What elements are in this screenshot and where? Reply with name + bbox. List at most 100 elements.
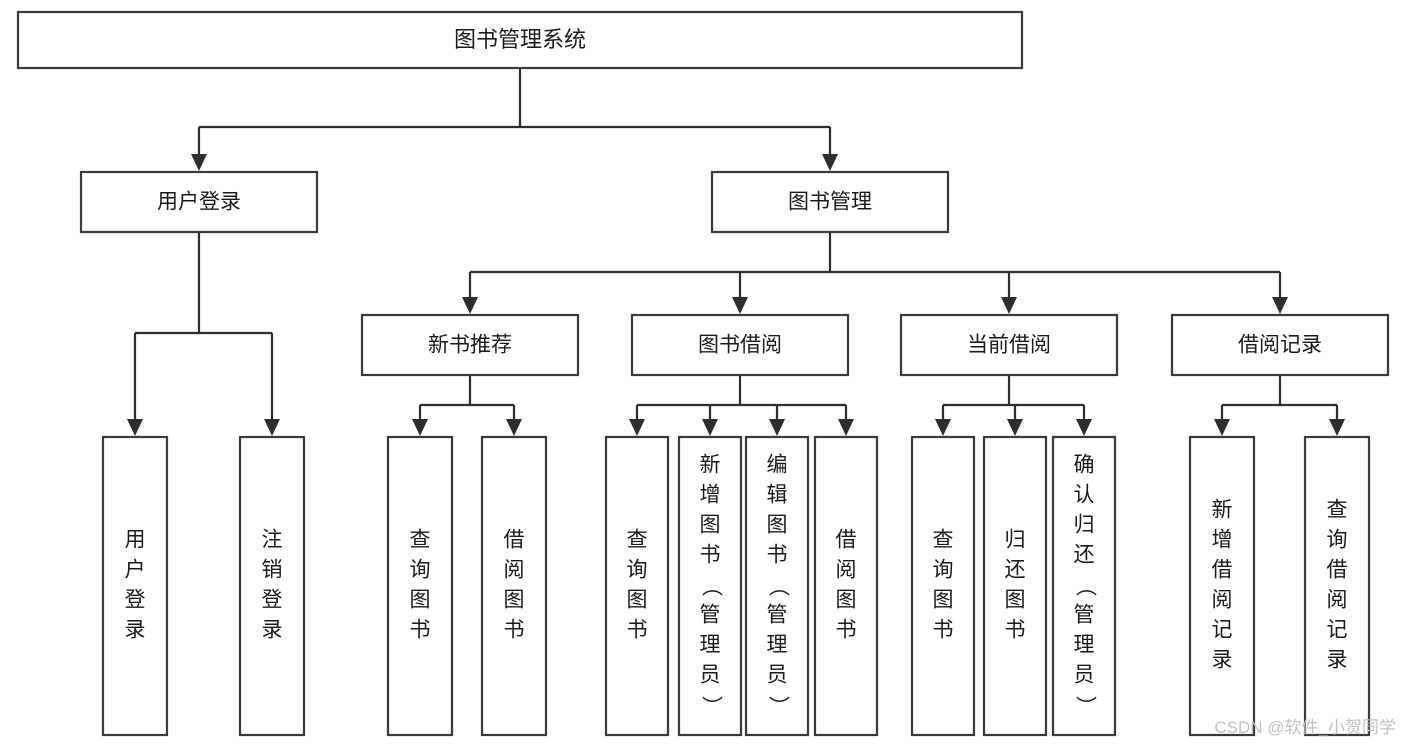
svg-text:归: 归	[1074, 514, 1095, 537]
node-root-图书管理系统[interactable]: 图书管理系统	[16, 10, 1024, 70]
svg-text:录: 录	[262, 619, 283, 642]
svg-text:编: 编	[767, 454, 788, 477]
svg-text:书: 书	[767, 544, 788, 567]
leaf-node-用户登录[interactable]: 用户登录	[101, 435, 169, 737]
svg-text:还: 还	[1074, 544, 1095, 567]
svg-text:认: 认	[1074, 484, 1095, 507]
node-level3-当前借阅[interactable]: 当前借阅	[899, 313, 1119, 377]
svg-text:理: 理	[767, 634, 788, 657]
node-label: 图书管理系统	[454, 27, 586, 52]
svg-text:录: 录	[125, 619, 146, 642]
arrow-head-icon	[1214, 419, 1230, 436]
svg-text:书: 书	[627, 619, 648, 642]
node-level2-用户登录[interactable]: 用户登录	[79, 170, 319, 234]
node-level3-图书借阅[interactable]: 图书借阅	[630, 313, 850, 377]
connector-group	[935, 375, 1092, 436]
node-box	[1051, 435, 1117, 737]
svg-text:阅: 阅	[836, 559, 857, 582]
node-box	[480, 435, 548, 737]
arrow-head-icon	[732, 297, 748, 314]
node-box	[79, 170, 319, 234]
svg-text:图: 图	[836, 589, 857, 612]
svg-text:）: ）	[1073, 696, 1096, 717]
node-box	[744, 435, 810, 737]
csdn-watermark: CSDN @软件_小贺同学	[1214, 718, 1396, 737]
arrow-head-icon	[264, 419, 280, 436]
svg-text:记: 记	[1212, 619, 1233, 642]
svg-text:归: 归	[1005, 529, 1026, 552]
node-box	[386, 435, 454, 737]
svg-text:阅: 阅	[1212, 589, 1233, 612]
svg-text:还: 还	[1005, 559, 1026, 582]
connector-group	[629, 375, 854, 436]
node-box	[982, 435, 1048, 737]
node-box	[630, 313, 850, 377]
node-level2-图书管理[interactable]: 图书管理	[710, 170, 950, 234]
svg-text:录: 录	[1212, 649, 1233, 672]
svg-text:理: 理	[1074, 634, 1095, 657]
svg-text:借: 借	[1327, 559, 1348, 582]
node-box	[1188, 435, 1256, 737]
svg-text:图: 图	[933, 589, 954, 612]
svg-text:询: 询	[933, 559, 954, 582]
node-label: 图书借阅	[698, 334, 782, 357]
svg-text:管: 管	[1074, 604, 1095, 627]
svg-text:书: 书	[1005, 619, 1026, 642]
arrow-head-icon	[702, 419, 718, 436]
svg-text:理: 理	[700, 634, 721, 657]
arrow-head-icon	[629, 419, 645, 436]
svg-text:管: 管	[700, 604, 721, 627]
node-box	[101, 435, 169, 737]
svg-text:增: 增	[700, 484, 721, 507]
node-level3-借阅记录[interactable]: 借阅记录	[1170, 313, 1390, 377]
svg-text:员: 员	[767, 664, 788, 687]
svg-text:员: 员	[700, 664, 721, 687]
arrow-head-icon	[1076, 419, 1092, 436]
svg-text:借: 借	[1212, 559, 1233, 582]
svg-text:图: 图	[767, 514, 788, 537]
svg-text:员: 员	[1074, 664, 1095, 687]
node-label: 用户登录	[157, 191, 241, 214]
node-box	[238, 435, 306, 737]
svg-text:（: （	[699, 576, 722, 597]
arrow-head-icon	[506, 419, 522, 436]
svg-text:图: 图	[1005, 589, 1026, 612]
svg-text:辑: 辑	[767, 484, 788, 507]
svg-text:）: ）	[766, 696, 789, 717]
arrow-head-icon	[1007, 419, 1023, 436]
svg-text:图: 图	[627, 589, 648, 612]
svg-text:图: 图	[504, 589, 525, 612]
arrow-head-icon	[935, 419, 951, 436]
svg-text:登: 登	[262, 589, 283, 612]
svg-text:新: 新	[1212, 499, 1233, 522]
svg-text:书: 书	[836, 619, 857, 642]
svg-text:阅: 阅	[504, 559, 525, 582]
node-level3-新书推荐[interactable]: 新书推荐	[360, 313, 580, 377]
arrow-head-icon	[838, 419, 854, 436]
svg-text:户: 户	[125, 559, 146, 582]
arrow-head-icon	[191, 154, 207, 171]
node-label: 当前借阅	[967, 334, 1051, 357]
svg-text:）: ）	[699, 696, 722, 717]
